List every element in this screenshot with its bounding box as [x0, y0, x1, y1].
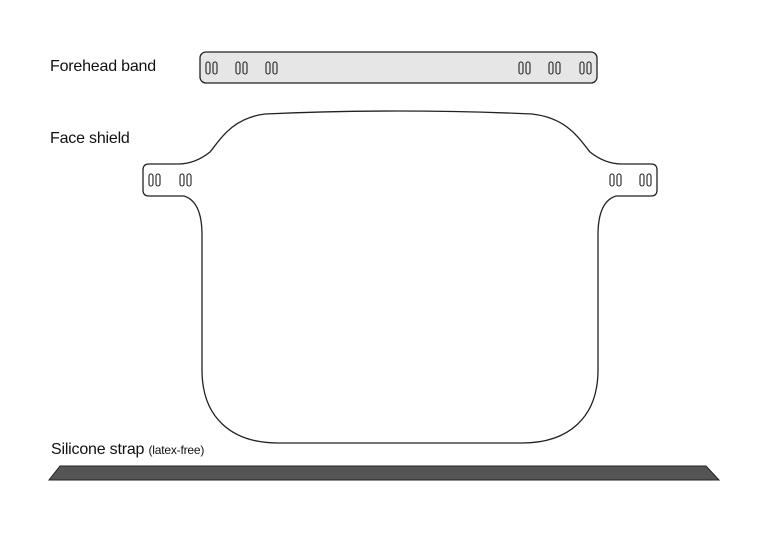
shield-slot: [148, 173, 154, 187]
shield-slot: [155, 173, 161, 187]
forehead-band-label: Forehead band: [50, 58, 156, 76]
band-slot: [555, 61, 561, 75]
face-shield-label-text: Face shield: [50, 130, 130, 147]
band-slot: [548, 61, 554, 75]
band-slot: [235, 61, 241, 75]
band-slot: [525, 61, 531, 75]
forehead-band-label-text: Forehead band: [50, 58, 156, 75]
band-slot: [518, 61, 524, 75]
band-slot: [272, 61, 278, 75]
band-slot: [586, 61, 592, 75]
shield-slot: [616, 173, 622, 187]
band-slot: [242, 61, 248, 75]
forehead-band-left-slots: [205, 61, 278, 75]
face-shield-right-slots: [609, 173, 652, 187]
forehead-band-body: [199, 51, 598, 84]
face-shield-label: Face shield: [50, 130, 130, 148]
shield-slot: [186, 173, 192, 187]
forehead-band: [199, 51, 598, 84]
face-shield: [142, 110, 658, 444]
silicone-strap-note: (latex-free): [148, 443, 205, 457]
forehead-band-right-slots: [518, 61, 592, 75]
face-shield-outline: [142, 110, 658, 444]
face-shield-left-slots: [148, 173, 192, 187]
shield-slot: [179, 173, 185, 187]
band-slot: [579, 61, 585, 75]
silicone-strap: [47, 465, 721, 481]
silicone-strap-label: Silicone strap (latex-free): [51, 441, 204, 459]
shield-slot: [639, 173, 645, 187]
silicone-strap-label-text: Silicone strap: [51, 441, 145, 458]
band-slot: [265, 61, 271, 75]
shield-slot: [646, 173, 652, 187]
shield-slot: [609, 173, 615, 187]
band-slot: [212, 61, 218, 75]
band-slot: [205, 61, 211, 75]
